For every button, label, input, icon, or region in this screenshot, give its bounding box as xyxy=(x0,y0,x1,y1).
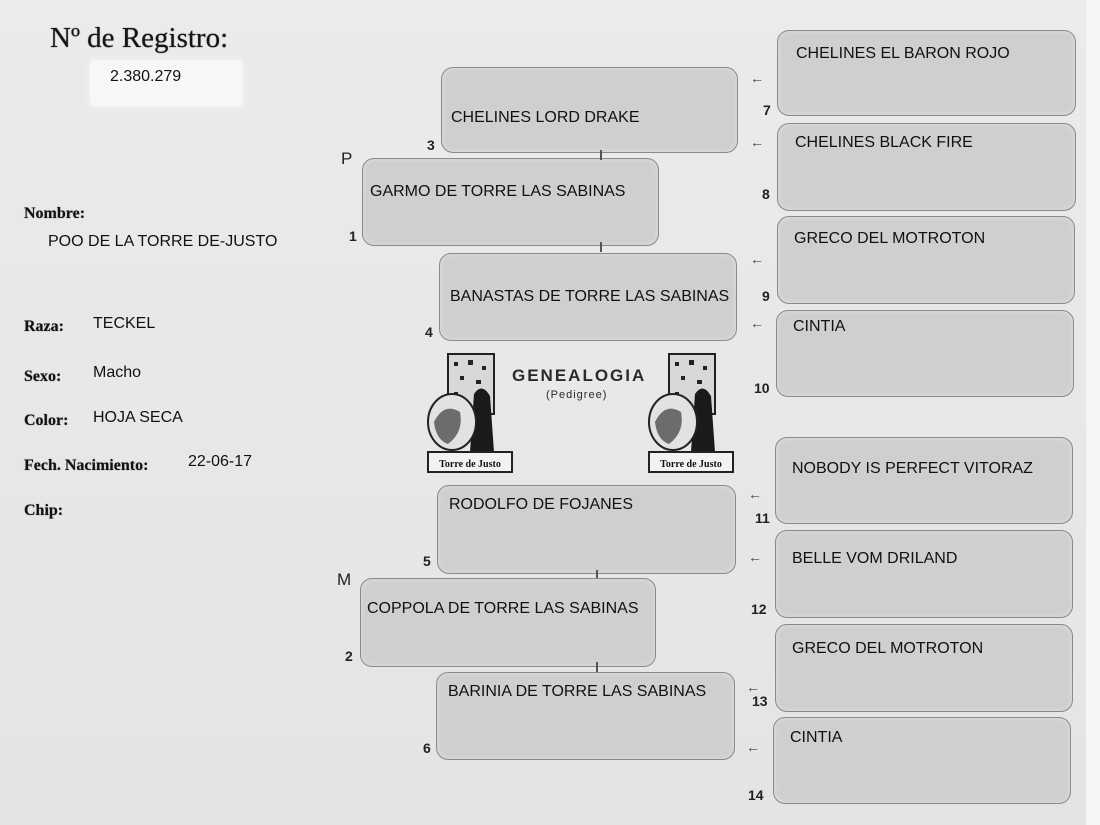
pedigree-box-12[interactable] xyxy=(775,530,1073,618)
sire-marker: P xyxy=(341,149,353,168)
connector xyxy=(596,570,598,580)
ancestor-number-1: 1 xyxy=(349,228,357,244)
ancestor-name-6: BARINIA DE TORRE LAS SABINAS xyxy=(448,683,707,700)
ancestor-name-14: CINTIA xyxy=(790,729,843,746)
breed-label: Raza: xyxy=(24,318,64,335)
chip-label: Chip: xyxy=(24,502,64,519)
genealogy-title: GENEALOGIA xyxy=(512,366,647,385)
arrow-left-icon: ← xyxy=(746,739,760,755)
ancestor-name-2: COPPOLA DE TORRE LAS SABINAS xyxy=(367,600,639,617)
breed-value: TECKEL xyxy=(93,315,156,332)
registration-box xyxy=(90,60,242,106)
ancestor-number-6: 6 xyxy=(423,740,431,756)
birthdate-value: 22-06-17 xyxy=(188,453,253,470)
ancestor-number-8: 8 xyxy=(762,186,770,202)
arrow-left-icon: ← xyxy=(748,549,762,565)
birthdate-label: Fech. Nacimiento: xyxy=(24,457,149,474)
pedigree-box-13[interactable] xyxy=(775,624,1073,712)
ancestor-number-5: 5 xyxy=(423,553,431,569)
page-edge xyxy=(1086,0,1100,825)
pedigree-box-6[interactable] xyxy=(436,672,735,760)
arrow-left-icon: ← xyxy=(750,70,764,86)
ancestor-number-2: 2 xyxy=(345,648,353,664)
torre-de-justo-logo-right: Torre de Justo xyxy=(648,353,734,473)
connector xyxy=(596,662,598,672)
pedigree-box-11[interactable] xyxy=(775,437,1073,524)
registration-number: 2.380.279 xyxy=(110,68,182,85)
logo-caption: Torre de Justo xyxy=(439,459,501,470)
ancestor-name-12: BELLE VOM DRILAND xyxy=(792,550,958,567)
ancestor-number-10: 10 xyxy=(754,380,770,396)
arrow-left-icon: ← xyxy=(750,315,764,331)
name-value: POO DE LA TORRE DE-JUSTO xyxy=(48,233,278,250)
torre-de-justo-logo-left: Torre de Justo xyxy=(427,353,513,473)
ancestor-name-9: GRECO DEL MOTROTON xyxy=(794,230,986,247)
color-label: Color: xyxy=(24,412,69,429)
ancestor-name-13: GRECO DEL MOTROTON xyxy=(792,640,984,657)
pedigree-box-9[interactable] xyxy=(777,216,1075,304)
ancestor-name-8: CHELINES BLACK FIRE xyxy=(795,134,973,151)
ancestor-name-5: RODOLFO DE FOJANES xyxy=(449,496,634,513)
name-label: Nombre: xyxy=(24,205,86,222)
arrow-left-icon: ← xyxy=(746,679,760,695)
ancestor-name-4: BANASTAS DE TORRE LAS SABINAS xyxy=(450,288,730,305)
pedigree-box-10[interactable] xyxy=(776,310,1074,397)
connector xyxy=(600,242,602,252)
arrow-left-icon: ← xyxy=(750,134,764,150)
arrow-left-icon: ← xyxy=(750,251,764,267)
pedigree-box-2[interactable] xyxy=(360,578,656,667)
ancestor-number-4: 4 xyxy=(425,324,433,340)
ancestor-number-13: 13 xyxy=(752,693,768,709)
genealogy-subtitle: (Pedigree) xyxy=(546,389,608,401)
registration-label: Nº de Registro: xyxy=(50,22,229,54)
arrow-left-icon: ← xyxy=(748,486,762,502)
dam-marker: M xyxy=(337,570,352,589)
pedigree-box-3[interactable] xyxy=(441,67,738,153)
ancestor-number-12: 12 xyxy=(751,601,767,617)
ancestor-name-11: NOBODY IS PERFECT VITORAZ xyxy=(792,460,1033,477)
ancestor-number-7: 7 xyxy=(763,102,771,118)
ancestor-name-7: CHELINES EL BARON ROJO xyxy=(796,45,1010,62)
pedigree-box-7[interactable] xyxy=(777,30,1076,116)
ancestor-number-14: 14 xyxy=(748,787,764,803)
color-value: HOJA SECA xyxy=(93,409,183,426)
ancestor-name-1: GARMO DE TORRE LAS SABINAS xyxy=(370,183,626,200)
sex-label: Sexo: xyxy=(24,368,62,385)
ancestor-name-3: CHELINES LORD DRAKE xyxy=(451,109,640,126)
ancestor-number-3: 3 xyxy=(427,137,435,153)
pedigree-box-5[interactable] xyxy=(437,485,736,574)
ancestor-number-11: 11 xyxy=(755,510,770,526)
sex-value: Macho xyxy=(93,364,142,381)
pedigree-box-4[interactable] xyxy=(439,253,737,341)
connector xyxy=(600,150,602,160)
ancestor-name-10: CINTIA xyxy=(793,318,846,335)
ancestor-number-9: 9 xyxy=(762,288,770,304)
logo-caption: Torre de Justo xyxy=(660,459,722,470)
pedigree-box-8[interactable] xyxy=(777,123,1076,211)
pedigree-box-1[interactable] xyxy=(362,158,659,246)
pedigree-box-14[interactable] xyxy=(773,717,1071,804)
